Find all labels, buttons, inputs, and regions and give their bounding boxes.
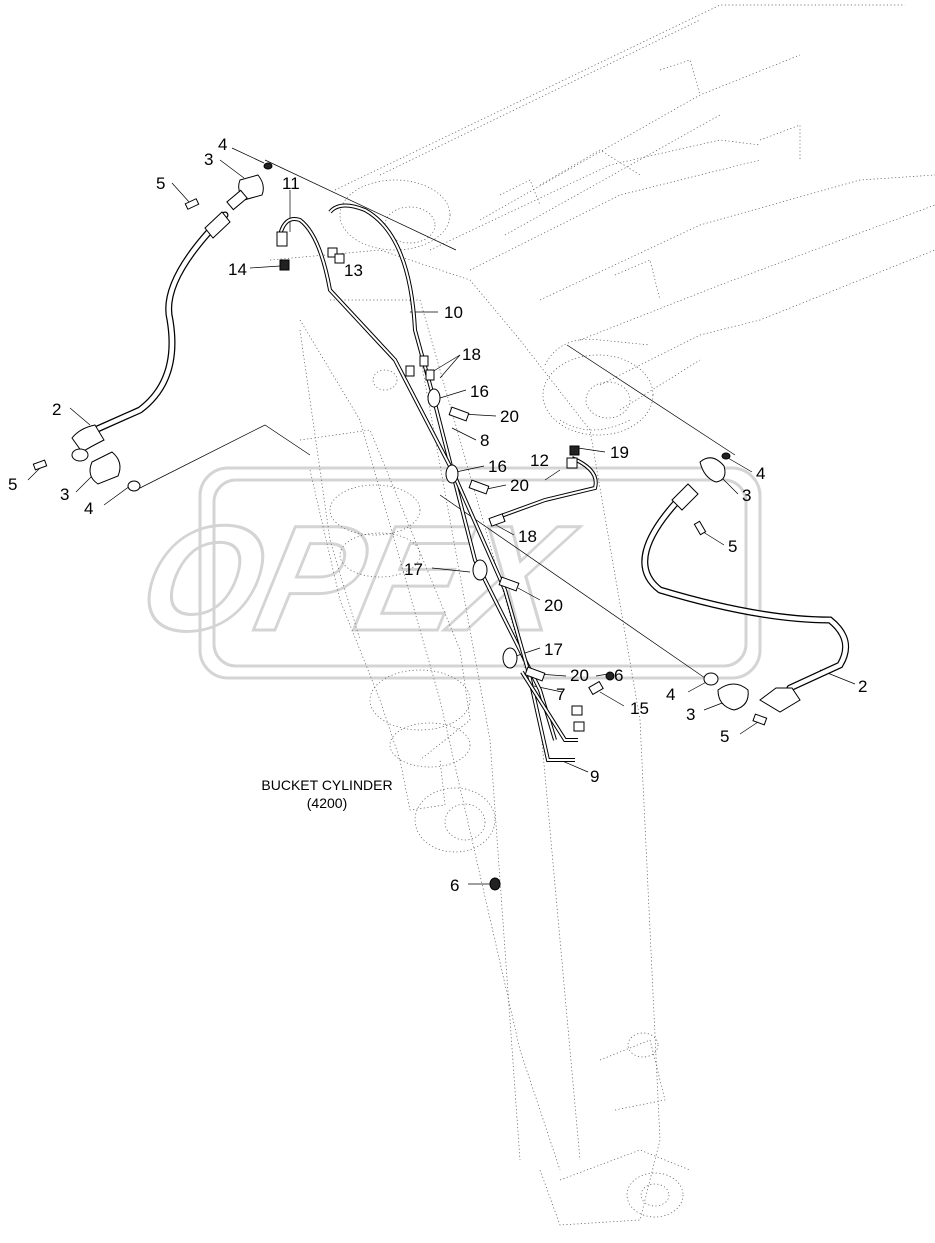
callout-16-a: 16 <box>470 382 489 401</box>
callout-3-right: 3 <box>742 486 751 505</box>
bolt-5-bottom-right <box>752 713 768 726</box>
callout-18-a: 18 <box>462 345 481 364</box>
fitting-20-c <box>498 576 520 592</box>
fitting-19 <box>569 445 580 456</box>
callout-17-a: 17 <box>404 560 423 579</box>
callout-20-a: 20 <box>500 407 519 426</box>
fitting-20-d <box>524 666 546 682</box>
flange-3-right <box>699 457 726 483</box>
fitting-13 <box>327 247 338 258</box>
callout-19: 19 <box>610 443 629 462</box>
callout-12: 12 <box>530 451 549 470</box>
callout-7: 7 <box>556 685 565 704</box>
callout-5-bottom-right: 5 <box>720 727 729 746</box>
callout-8: 8 <box>480 431 489 450</box>
callout-20-b: 20 <box>510 476 529 495</box>
oring-4-right <box>721 452 731 460</box>
callout-18-b: 18 <box>518 527 537 546</box>
bolt-5-left <box>32 459 48 471</box>
callout-4-bottom-left: 4 <box>84 499 93 518</box>
fitting-18-b <box>488 513 506 527</box>
callout-4-bottom-right: 4 <box>666 685 675 704</box>
oring-4-bottom-right <box>703 672 719 686</box>
clamp-17-b <box>502 647 518 669</box>
callout-labels: 4 3 5 11 14 13 10 18 16 2 20 8 19 4 16 1… <box>8 135 867 895</box>
callout-20-c: 20 <box>544 596 563 615</box>
caption-title: BUCKET CYLINDER <box>261 777 392 793</box>
callout-4-top-left: 4 <box>218 135 227 154</box>
watermark: OPEX <box>126 466 762 680</box>
caption-part-number: (4200) <box>307 795 347 811</box>
fittings <box>32 162 801 891</box>
fitting-15 <box>588 680 604 696</box>
boom-structure <box>334 4 935 436</box>
oring-4-top-left <box>263 162 273 170</box>
fitting-14 <box>279 259 290 271</box>
fitting-18-a <box>419 355 429 367</box>
cylinder-caption: BUCKET CYLINDER (4200) <box>261 777 392 811</box>
callout-20-d: 20 <box>570 666 589 685</box>
callout-9: 9 <box>590 767 599 786</box>
fitting-20-a <box>448 406 470 422</box>
clamp-16-a <box>427 388 441 408</box>
flange-3-bottom-right <box>717 683 749 711</box>
oring-4-left <box>127 480 141 492</box>
callout-15: 15 <box>630 699 649 718</box>
arm-structure <box>269 249 691 1226</box>
callout-5-right: 5 <box>728 537 737 556</box>
hoses <box>91 211 850 692</box>
flange-3-left <box>89 451 121 485</box>
bolt-5-right <box>693 520 707 536</box>
callout-10: 10 <box>444 303 463 322</box>
pipes <box>278 203 598 762</box>
callout-6-b: 6 <box>450 876 459 895</box>
bucket-cylinder <box>299 369 496 853</box>
callout-5-bottom-left: 5 <box>8 475 17 494</box>
callout-3-top-left: 3 <box>204 150 213 169</box>
callout-2-left: 2 <box>52 400 61 419</box>
callout-6-a: 6 <box>614 666 623 685</box>
callout-13: 13 <box>344 261 363 280</box>
oring-6-a <box>605 671 615 681</box>
hose-2-left <box>91 211 229 434</box>
callout-3-bottom-left: 3 <box>60 485 69 504</box>
callout-16-b: 16 <box>488 457 507 476</box>
clamp-16-b <box>445 464 459 484</box>
callout-2-right: 2 <box>858 677 867 696</box>
callout-11: 11 <box>282 174 300 193</box>
clamp-17-a <box>472 559 488 581</box>
flange-3-top-left <box>238 174 264 201</box>
callout-17-b: 17 <box>544 640 563 659</box>
callout-4-right: 4 <box>756 464 765 483</box>
callout-3-bottom-right: 3 <box>686 705 695 724</box>
callout-5-top-left: 5 <box>156 174 165 193</box>
oring-6-b <box>489 877 501 891</box>
fitting-20-b <box>468 479 490 495</box>
callout-14: 14 <box>228 260 247 279</box>
bolt-5-top-left <box>184 198 200 210</box>
